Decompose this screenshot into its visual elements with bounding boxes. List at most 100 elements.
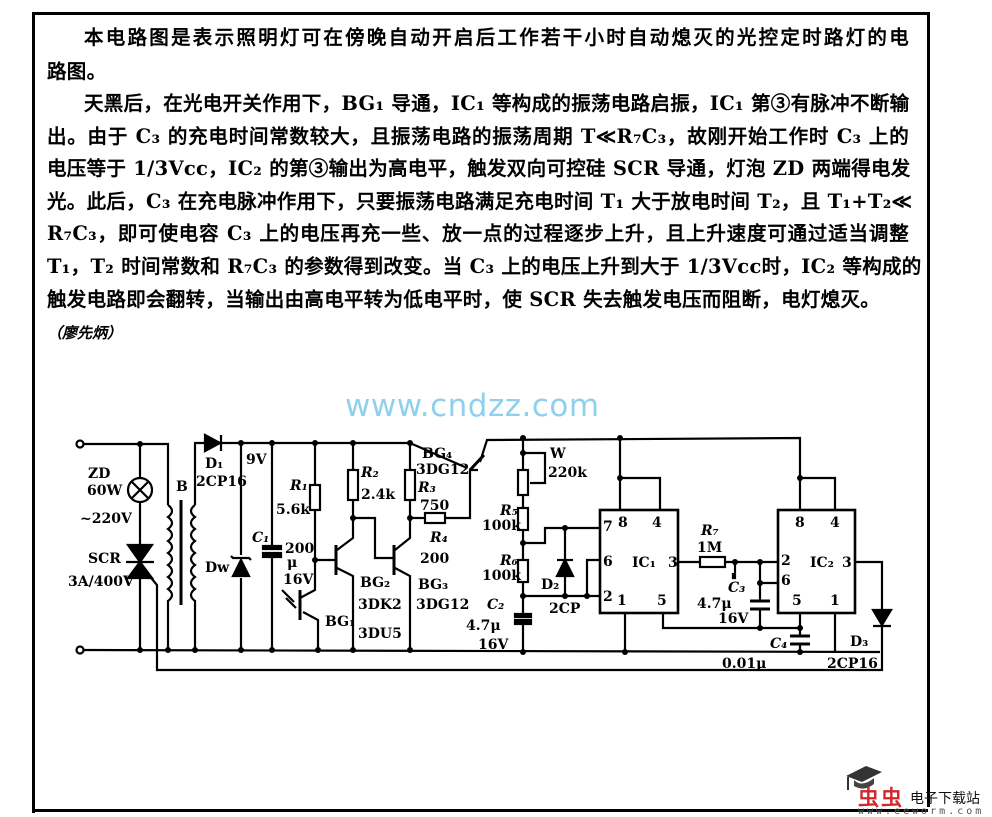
pin-label: 3 (668, 555, 678, 571)
diode-d1-icon (203, 433, 223, 453)
label: C₃ (728, 580, 745, 596)
text-line: T₁，T₂ 时间常数和 R₇C₃ 的参数得到改变。当 C₃ 上的电压上升到大于 … (47, 255, 922, 278)
frame-bottom-border (33, 809, 928, 812)
label: 16V (478, 637, 509, 653)
pin-label: 6 (603, 554, 613, 570)
logo-brand: 虫虫 (858, 786, 904, 810)
potentiometer-w-icon (516, 468, 530, 497)
pin-label: 5 (657, 593, 667, 609)
lamp-icon (126, 476, 154, 504)
component-labels: ZD 60W ~220V SCR 3A/400V B D₁ 2CP16 9V D… (68, 446, 878, 672)
label: 2.4k (361, 487, 395, 503)
label: 5.6k (276, 502, 310, 518)
label: 200 (285, 541, 314, 557)
logo-url: www.eeworm.com (858, 806, 985, 817)
watermark: www.cndzz.com (345, 388, 600, 424)
label: BG₁ (325, 614, 355, 630)
triac-icon (125, 543, 155, 580)
pin-label: 7 (603, 519, 613, 535)
label: 100k (482, 518, 521, 534)
label: D₂ (541, 577, 559, 593)
junction-nodes (137, 435, 803, 655)
author-credit: （廖先炳） (47, 324, 123, 342)
terminal-bottom (75, 645, 85, 655)
label: 60W (87, 483, 122, 499)
wires (79, 436, 884, 672)
label: R₆ (499, 553, 518, 569)
label: 220k (548, 465, 587, 481)
label: BG₄ (422, 446, 452, 462)
resistor-r3-icon (403, 468, 417, 502)
capacitor-c2-icon (513, 612, 533, 626)
label: 2CP16 (196, 474, 247, 490)
graduation-cap-icon (846, 766, 882, 790)
label: 4.7μ (466, 618, 501, 634)
label: 2CP (549, 601, 581, 617)
frame-top-border (33, 12, 930, 15)
pin-label: 8 (618, 515, 628, 531)
label: R₁ (289, 478, 308, 494)
eeworm-logo: 虫虫 电子下载站 www.eeworm.com (840, 762, 990, 817)
label: 200 (420, 551, 449, 567)
label: μ (287, 555, 297, 571)
label: BG₃ (418, 577, 448, 593)
label: 3DK2 (358, 597, 402, 613)
frame-right-border (927, 12, 930, 807)
label: ~220V (80, 511, 133, 527)
text-line: 本电路图是表示照明灯可在傍晚自动开启后工作若干小时自动熄灭的光控定时路灯的电 (84, 26, 909, 49)
diode-d3-icon (871, 608, 893, 628)
capacitor-c4-icon (790, 634, 810, 646)
label: R₃ (417, 480, 436, 496)
transistor-bg4-icon (468, 453, 486, 472)
label: R₅ (499, 503, 518, 519)
text-line: 电压等于 1/3Vcc，IC₂ 的第③输出为高电平，触发双向可控硅 SCR 导通… (47, 157, 911, 180)
label: 3DG12 (416, 597, 469, 613)
pin-label: 2 (603, 589, 613, 605)
diode-d2-icon (555, 557, 575, 578)
resistor-r1-icon (308, 483, 322, 512)
text-line: 路图。 (47, 60, 107, 83)
label: 16V (283, 572, 314, 588)
label: R₄ (429, 530, 448, 546)
pin-label: 2 (781, 553, 791, 569)
logo-tagline: 电子下载站 (910, 791, 980, 807)
label: 2CP16 (827, 656, 878, 672)
label: D₁ (205, 456, 223, 472)
transformer-icon (166, 500, 197, 605)
capacitor-c3-icon (750, 599, 770, 611)
resistor-r4-icon (423, 511, 447, 525)
pin-label: 1 (617, 593, 627, 609)
pin-label: 6 (781, 573, 791, 589)
label: SCR (88, 551, 121, 567)
ic1-label: IC₁ (632, 555, 656, 571)
pin-label: 4 (830, 515, 840, 531)
label: 9V (246, 452, 268, 468)
pin-label: 1 (830, 593, 840, 609)
phototransistor-bg1-icon (281, 589, 302, 620)
label: 100k (482, 568, 521, 584)
text-line: R₇C₃，即可使电容 C₃ 上的电压再充一些、放一点的过程逐步上升，且上升速度可… (47, 222, 909, 245)
pin-label: 4 (652, 515, 662, 531)
terminal-top (75, 439, 85, 449)
pin-label: 3 (842, 555, 852, 571)
text-line: 触发电路即会翻转，当输出由高电平转为低电平时，使 SCR 失去触发电压而阻断，电… (47, 288, 881, 311)
label: BG₂ (360, 575, 390, 591)
label: C₁ (252, 530, 269, 546)
label: C₄ (770, 636, 787, 652)
label: W (549, 446, 566, 462)
resistor-r7-icon (698, 555, 727, 569)
resistor-r5-icon (516, 506, 530, 532)
capacitor-c1-icon (261, 544, 283, 559)
text-line: 天黑后，在光电开关作用下，BG₁ 导通，IC₁ 等构成的振荡电路启振，IC₁ 第… (84, 92, 910, 115)
resistor-r6-icon (516, 558, 530, 584)
frame-left-border (32, 12, 35, 813)
label: 3DU5 (358, 626, 402, 642)
zener-diode-icon (230, 555, 252, 578)
text-line: 出。由于 C₃ 的充电时间常数较大，且振荡电路的振荡周期 T≪R₇C₃，故刚开始… (47, 125, 909, 148)
label: C₂ (487, 597, 504, 613)
label: 3A/400V (68, 574, 135, 590)
pin-label: 8 (795, 515, 805, 531)
label: 16V (718, 611, 749, 627)
label: 1M (697, 540, 722, 556)
